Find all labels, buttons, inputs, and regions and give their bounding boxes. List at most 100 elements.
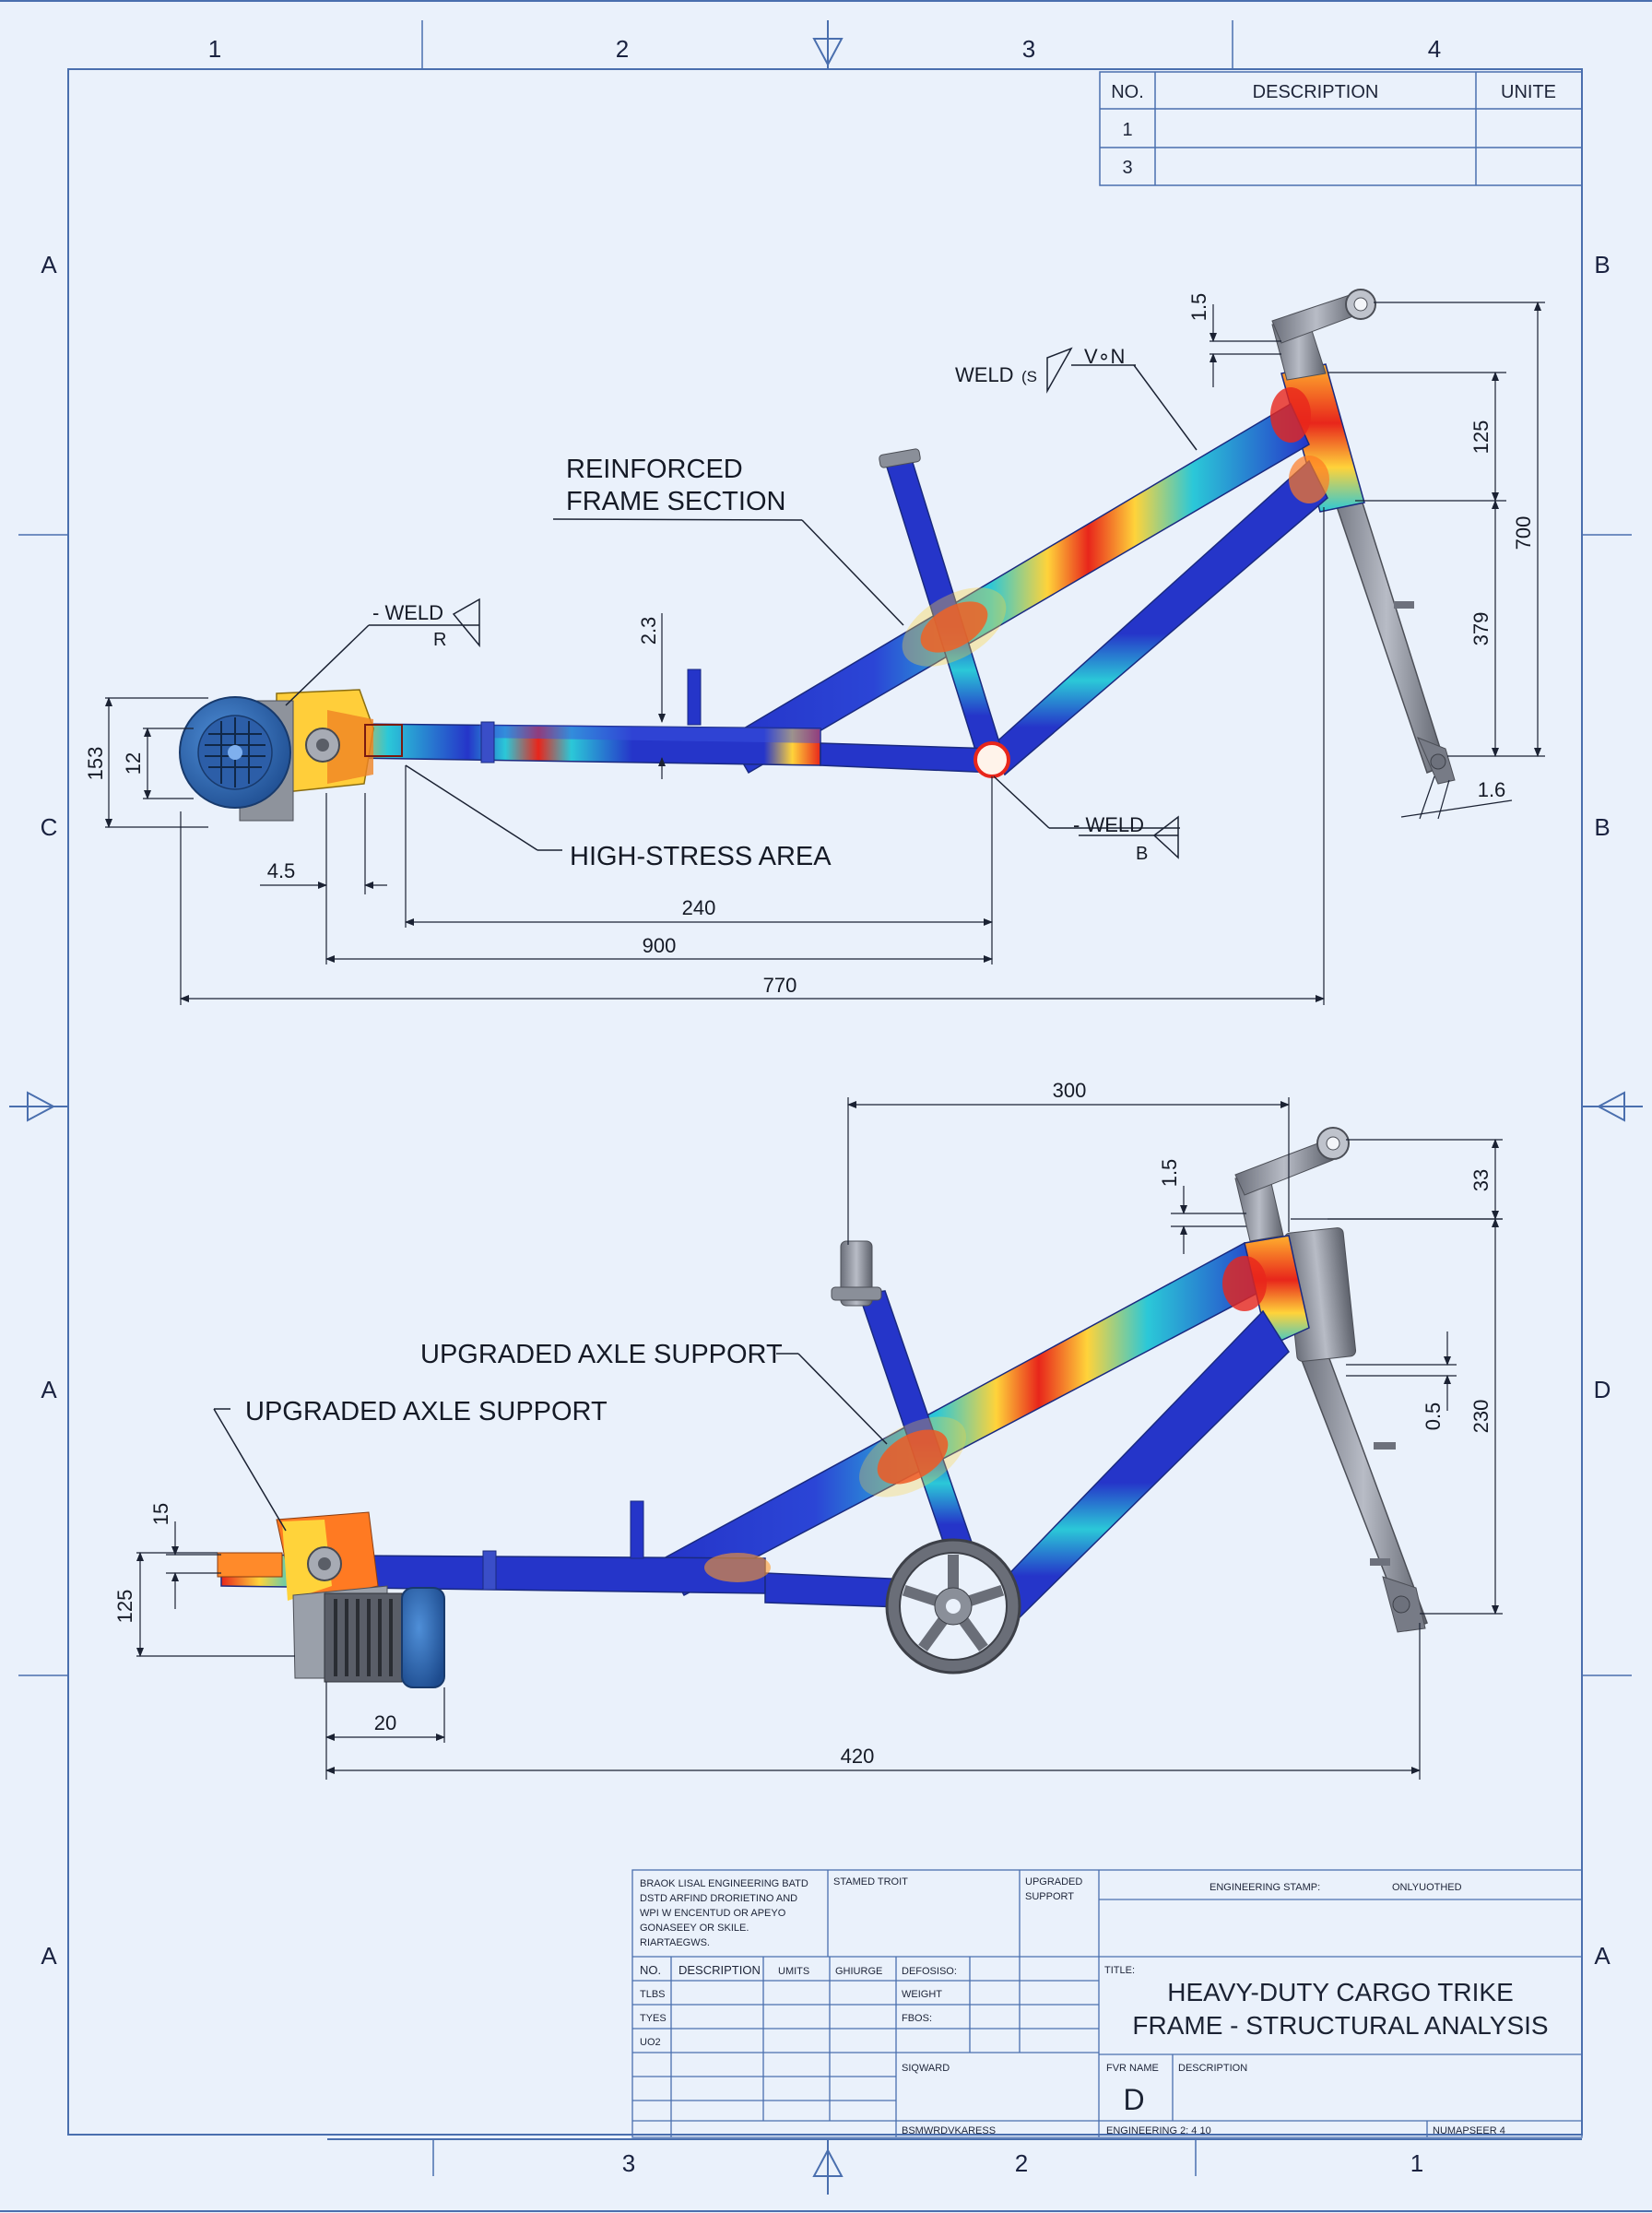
handlebar-stem-icon bbox=[1271, 289, 1376, 381]
zone-top-3: 3 bbox=[1022, 35, 1035, 63]
tb-note-line: RIARTAEGWS. bbox=[640, 1937, 710, 1948]
zone-right-b1: B bbox=[1594, 251, 1610, 278]
tb-prop-weight: WEIGHT bbox=[902, 1989, 942, 2000]
callout-reinforced-line1: REINFORCED bbox=[566, 455, 743, 484]
dim-125-top: 125 bbox=[1469, 420, 1493, 455]
rev-row-no: 3 bbox=[1122, 158, 1132, 178]
dim-153: 153 bbox=[84, 747, 107, 781]
tb-siqward: SIQWARD bbox=[902, 2063, 950, 2074]
tb-upgraded: UPGRADED bbox=[1025, 1876, 1082, 1888]
dimensions-top bbox=[105, 302, 1545, 1005]
tb-note-line: WPI W ENCENTUD OR APEYO bbox=[640, 1908, 786, 1919]
dim-1-5-bottom: 1.5 bbox=[1158, 1159, 1181, 1188]
zone-top-2: 2 bbox=[616, 35, 629, 63]
weld-left-label: - WELD bbox=[372, 601, 443, 624]
frame-view-top bbox=[179, 289, 1456, 822]
zone-labels: 1 2 3 4 3 2 1 A C A A B B D A bbox=[41, 35, 1611, 2177]
callouts-bottom bbox=[213, 1353, 888, 1532]
motor-icon bbox=[179, 689, 374, 822]
title-block: BRAOK LISAL ENGINEERING BATD DSTD ARFIND… bbox=[631, 1869, 1583, 2138]
tb-description-label: DESCRIPTION bbox=[1178, 2063, 1247, 2074]
rev-row-no: 1 bbox=[1122, 120, 1132, 140]
drawing-title-line1: HEAVY-DUTY CARGO TRIKE bbox=[1167, 1978, 1514, 2006]
tb-header-description: DESCRIPTION bbox=[678, 1963, 761, 1977]
chainring-icon bbox=[885, 1538, 1021, 1675]
tb-engineering-stamp: ENGINEERING STAMP: bbox=[1210, 1882, 1320, 1893]
zone-left-a2: A bbox=[41, 1376, 57, 1403]
weld-right-label: - WELD bbox=[1073, 813, 1144, 836]
zone-left-a1: A bbox=[41, 251, 57, 278]
dim-15: 15 bbox=[149, 1503, 172, 1525]
bottom-bracket bbox=[974, 741, 1010, 778]
zone-top-4: 4 bbox=[1428, 35, 1441, 63]
zone-top-1: 1 bbox=[208, 35, 221, 63]
dim-379: 379 bbox=[1469, 612, 1493, 646]
zone-left-a3: A bbox=[41, 1942, 57, 1970]
callout-reinforced-line2: FRAME SECTION bbox=[566, 487, 785, 516]
tb-prop-fos: FBOS: bbox=[902, 2013, 932, 2024]
tb-header-no: NO. bbox=[640, 1963, 661, 1977]
weld-top-symbol: V∘N bbox=[1084, 345, 1125, 368]
dim-12: 12 bbox=[122, 752, 145, 775]
rev-header-unite: UNITE bbox=[1501, 82, 1556, 102]
weld-right-ref: B bbox=[1136, 844, 1148, 864]
centering-arrow-icon bbox=[9, 20, 1643, 2195]
zone-right-a: A bbox=[1594, 1942, 1611, 1970]
zone-right-d: D bbox=[1594, 1376, 1611, 1403]
dim-4-5: 4.5 bbox=[267, 859, 296, 882]
dim-420: 420 bbox=[841, 1745, 875, 1768]
tb-rev-letter: D bbox=[1123, 2083, 1144, 2116]
dim-240: 240 bbox=[682, 896, 716, 919]
dim-125-bottom: 125 bbox=[113, 1590, 136, 1624]
dim-2-3: 2.3 bbox=[637, 617, 660, 645]
zone-bottom-3: 3 bbox=[622, 2149, 635, 2177]
tb-number: NUMAPSEER 4 bbox=[1433, 2125, 1505, 2136]
callout-axle-support-center: UPGRADED AXLE SUPPORT bbox=[420, 1340, 783, 1369]
dim-230: 230 bbox=[1469, 1400, 1493, 1434]
rev-header-no: NO. bbox=[1111, 82, 1144, 102]
front-fork bbox=[1283, 1227, 1428, 1633]
tb-header-units: UMITS bbox=[778, 1966, 809, 1977]
frame-view-bottom bbox=[217, 1127, 1428, 1688]
weld-left-ref: R bbox=[433, 630, 446, 650]
callout-high-stress: HIGH-STRESS AREA bbox=[570, 842, 832, 871]
tb-note-line: DSTD ARFIND DRORIETINO AND bbox=[640, 1893, 797, 1904]
dim-0-5: 0.5 bbox=[1422, 1402, 1445, 1431]
callouts-top bbox=[285, 364, 1198, 851]
rev-header-description: DESCRIPTION bbox=[1253, 82, 1379, 102]
dim-300: 300 bbox=[1053, 1079, 1087, 1102]
zone-right-b2: B bbox=[1594, 813, 1610, 841]
dim-700: 700 bbox=[1512, 516, 1535, 550]
dim-770: 770 bbox=[763, 974, 797, 997]
zone-left-c: C bbox=[41, 813, 58, 841]
head-tube bbox=[1244, 1235, 1310, 1348]
zone-bottom-1: 1 bbox=[1410, 2149, 1423, 2177]
tb-row-label: TYES bbox=[640, 2013, 667, 2024]
callout-axle-support-left: UPGRADED AXLE SUPPORT bbox=[245, 1397, 608, 1426]
tb-engineering-no: ENGINEERING 2: 4 10 bbox=[1106, 2125, 1211, 2136]
tb-row-label: UO2 bbox=[640, 2037, 661, 2048]
drawing-title-line2: FRAME - STRUCTURAL ANALYSIS bbox=[1132, 2011, 1548, 2040]
dim-1-6: 1.6 bbox=[1478, 778, 1506, 801]
dim-33: 33 bbox=[1469, 1169, 1493, 1191]
tb-header-change: GHIURGE bbox=[835, 1966, 882, 1977]
zone-bottom-2: 2 bbox=[1015, 2149, 1028, 2177]
tb-rev-name-label: FVR NAME bbox=[1106, 2063, 1159, 2074]
tb-drawn: BSMWRDVKARESS bbox=[902, 2125, 996, 2136]
tb-note-line: GONASEEY OR SKILE. bbox=[640, 1923, 749, 1934]
tb-note-line: BRAOK LISAL ENGINEERING BATD bbox=[640, 1878, 808, 1889]
tb-support: SUPPORT bbox=[1025, 1891, 1074, 1902]
revision-table: NO. DESCRIPTION UNITE 1 3 bbox=[1099, 71, 1583, 186]
tb-stamped: STAMED TROIT bbox=[833, 1876, 908, 1888]
weld-top-label: WELD bbox=[955, 363, 1014, 386]
dim-20: 20 bbox=[374, 1711, 396, 1734]
tb-row-label: TLBS bbox=[640, 1989, 666, 2000]
tb-only-noted: ONLYUOTHED bbox=[1392, 1882, 1462, 1893]
dimensions-bottom bbox=[136, 1097, 1503, 1780]
weld-symbol-icon bbox=[369, 347, 1179, 859]
weld-top-mark: (S bbox=[1021, 368, 1037, 385]
dim-900: 900 bbox=[643, 934, 677, 957]
motor-icon bbox=[217, 1511, 445, 1688]
